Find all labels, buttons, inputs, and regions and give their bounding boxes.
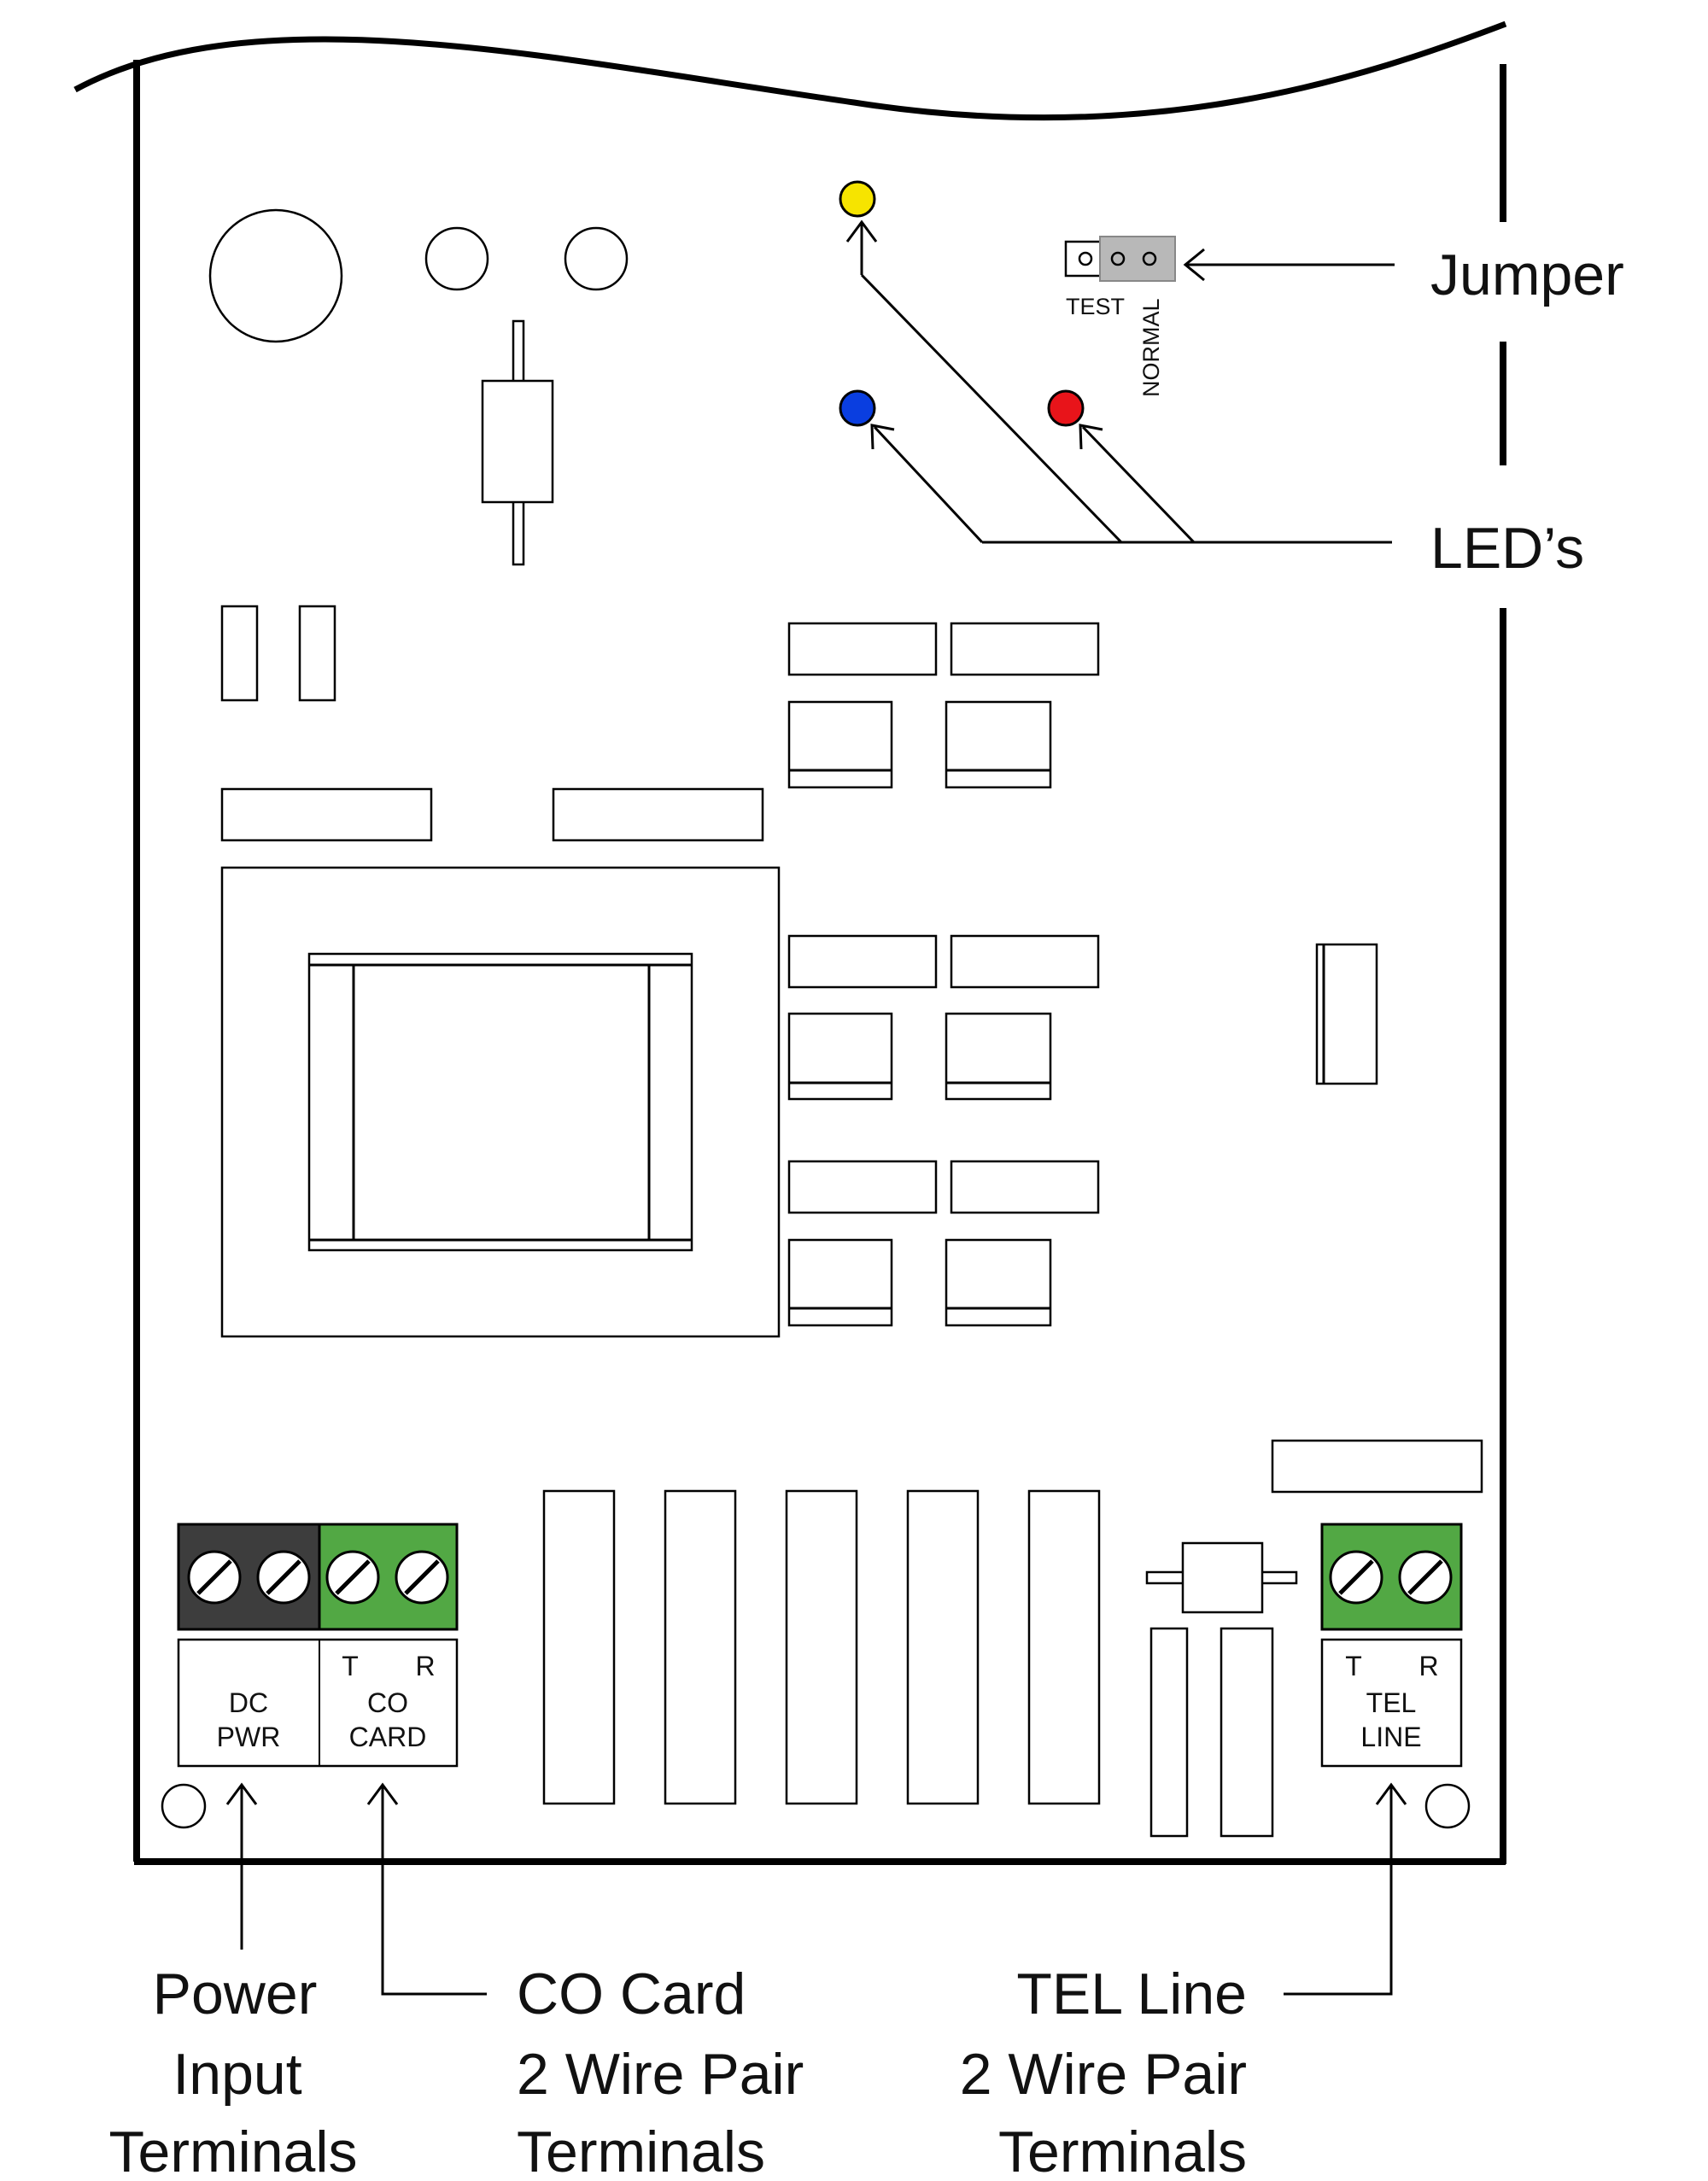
- tel-callout-line1: TEL Line: [1016, 1962, 1247, 2026]
- small-round-component-2: [564, 226, 629, 291]
- tall-component-4: [906, 1489, 980, 1805]
- large-capacitor: [208, 208, 343, 343]
- co-callout-line1: CO Card: [517, 1962, 746, 2026]
- board-outline: [73, 20, 1507, 1865]
- jumper-pin-test: [1078, 251, 1093, 266]
- power-callout-line1: Power: [153, 1962, 318, 2026]
- led-callouts: LED’s: [845, 219, 1584, 581]
- tall-component-1: [542, 1489, 616, 1805]
- co-callout-arrow: [366, 1782, 487, 1996]
- relay-group-1: [787, 622, 1100, 789]
- tel-line-label-line1: TEL: [1366, 1687, 1417, 1718]
- transformer: [220, 866, 781, 1338]
- tel-callout-line2: 2 Wire Pair: [960, 2042, 1247, 2107]
- small-round-component-1: [424, 226, 489, 291]
- mounting-hole-left: [161, 1783, 207, 1829]
- tel-t-label: T: [1345, 1651, 1362, 1681]
- dc-pwr-terminal-block: [177, 1523, 321, 1631]
- resistor-strip-1: [220, 787, 433, 842]
- resistor-strip-2: [552, 787, 764, 842]
- slim-component-1: [1149, 1627, 1189, 1838]
- tel-callout-line3: Terminals: [998, 2120, 1247, 2181]
- slim-component-2: [1220, 1627, 1274, 1838]
- co-t-label: T: [342, 1651, 359, 1681]
- tel-callout-arrow: [1284, 1782, 1407, 1996]
- led-yellow: [839, 180, 876, 218]
- tel-r-label: R: [1418, 1651, 1438, 1681]
- co-card-terminal-block: [318, 1523, 459, 1631]
- co-r-label: R: [415, 1651, 435, 1681]
- bottom-right-strip: [1271, 1439, 1483, 1494]
- jumper-pin-2: [1110, 251, 1126, 266]
- led-blue: [839, 389, 876, 427]
- tall-component-5: [1027, 1489, 1101, 1805]
- tel-line-label-line2: LINE: [1360, 1722, 1421, 1752]
- tel-line-terminal-block: T R TEL LINE: [1320, 1523, 1463, 1768]
- board-top-wave: [73, 20, 1507, 121]
- relay-group-2: [787, 934, 1100, 1101]
- power-callout-line2: Input: [173, 2042, 301, 2107]
- power-callout-arrow: [225, 1782, 258, 1950]
- dc-pwr-label-line1: DC: [229, 1687, 268, 1718]
- right-vertical-component: [1315, 943, 1378, 1085]
- vertical-component-2: [298, 605, 336, 702]
- jumper-test-label: TEST: [1066, 294, 1125, 319]
- vertical-component-1: [220, 605, 259, 702]
- power-callout-line3: Terminals: [109, 2120, 358, 2181]
- small-axial-component: [1145, 1541, 1298, 1614]
- left-terminal-labels: DC PWR T R CO CARD: [177, 1638, 459, 1768]
- jumper-callout-label: Jumper: [1430, 243, 1624, 307]
- axial-component: [481, 319, 554, 566]
- dc-pwr-label-line2: PWR: [217, 1722, 281, 1752]
- led-red: [1047, 389, 1085, 427]
- tel-callout-text: TEL Line 2 Wire Pair Terminals: [960, 1962, 1247, 2181]
- leds-callout-label: LED’s: [1430, 516, 1584, 581]
- power-callout-text: Power Input Terminals: [109, 1962, 358, 2181]
- jumper-callout: Jumper: [1183, 243, 1624, 307]
- co-callout-line3: Terminals: [517, 2120, 765, 2181]
- jumper-pin-normal: [1142, 251, 1157, 266]
- co-callout-text: CO Card 2 Wire Pair Terminals: [517, 1962, 804, 2181]
- co-callout-line2: 2 Wire Pair: [517, 2042, 804, 2107]
- tall-component-2: [664, 1489, 737, 1805]
- tall-component-3: [785, 1489, 858, 1805]
- mounting-hole-right: [1424, 1783, 1471, 1829]
- jumper-normal-label: NORMAL: [1138, 298, 1164, 397]
- relay-group-3: [787, 1160, 1100, 1327]
- co-card-label-line2: CARD: [349, 1722, 427, 1752]
- jumper-block: TEST NORMAL: [1064, 236, 1176, 397]
- co-card-label-line1: CO: [367, 1687, 408, 1718]
